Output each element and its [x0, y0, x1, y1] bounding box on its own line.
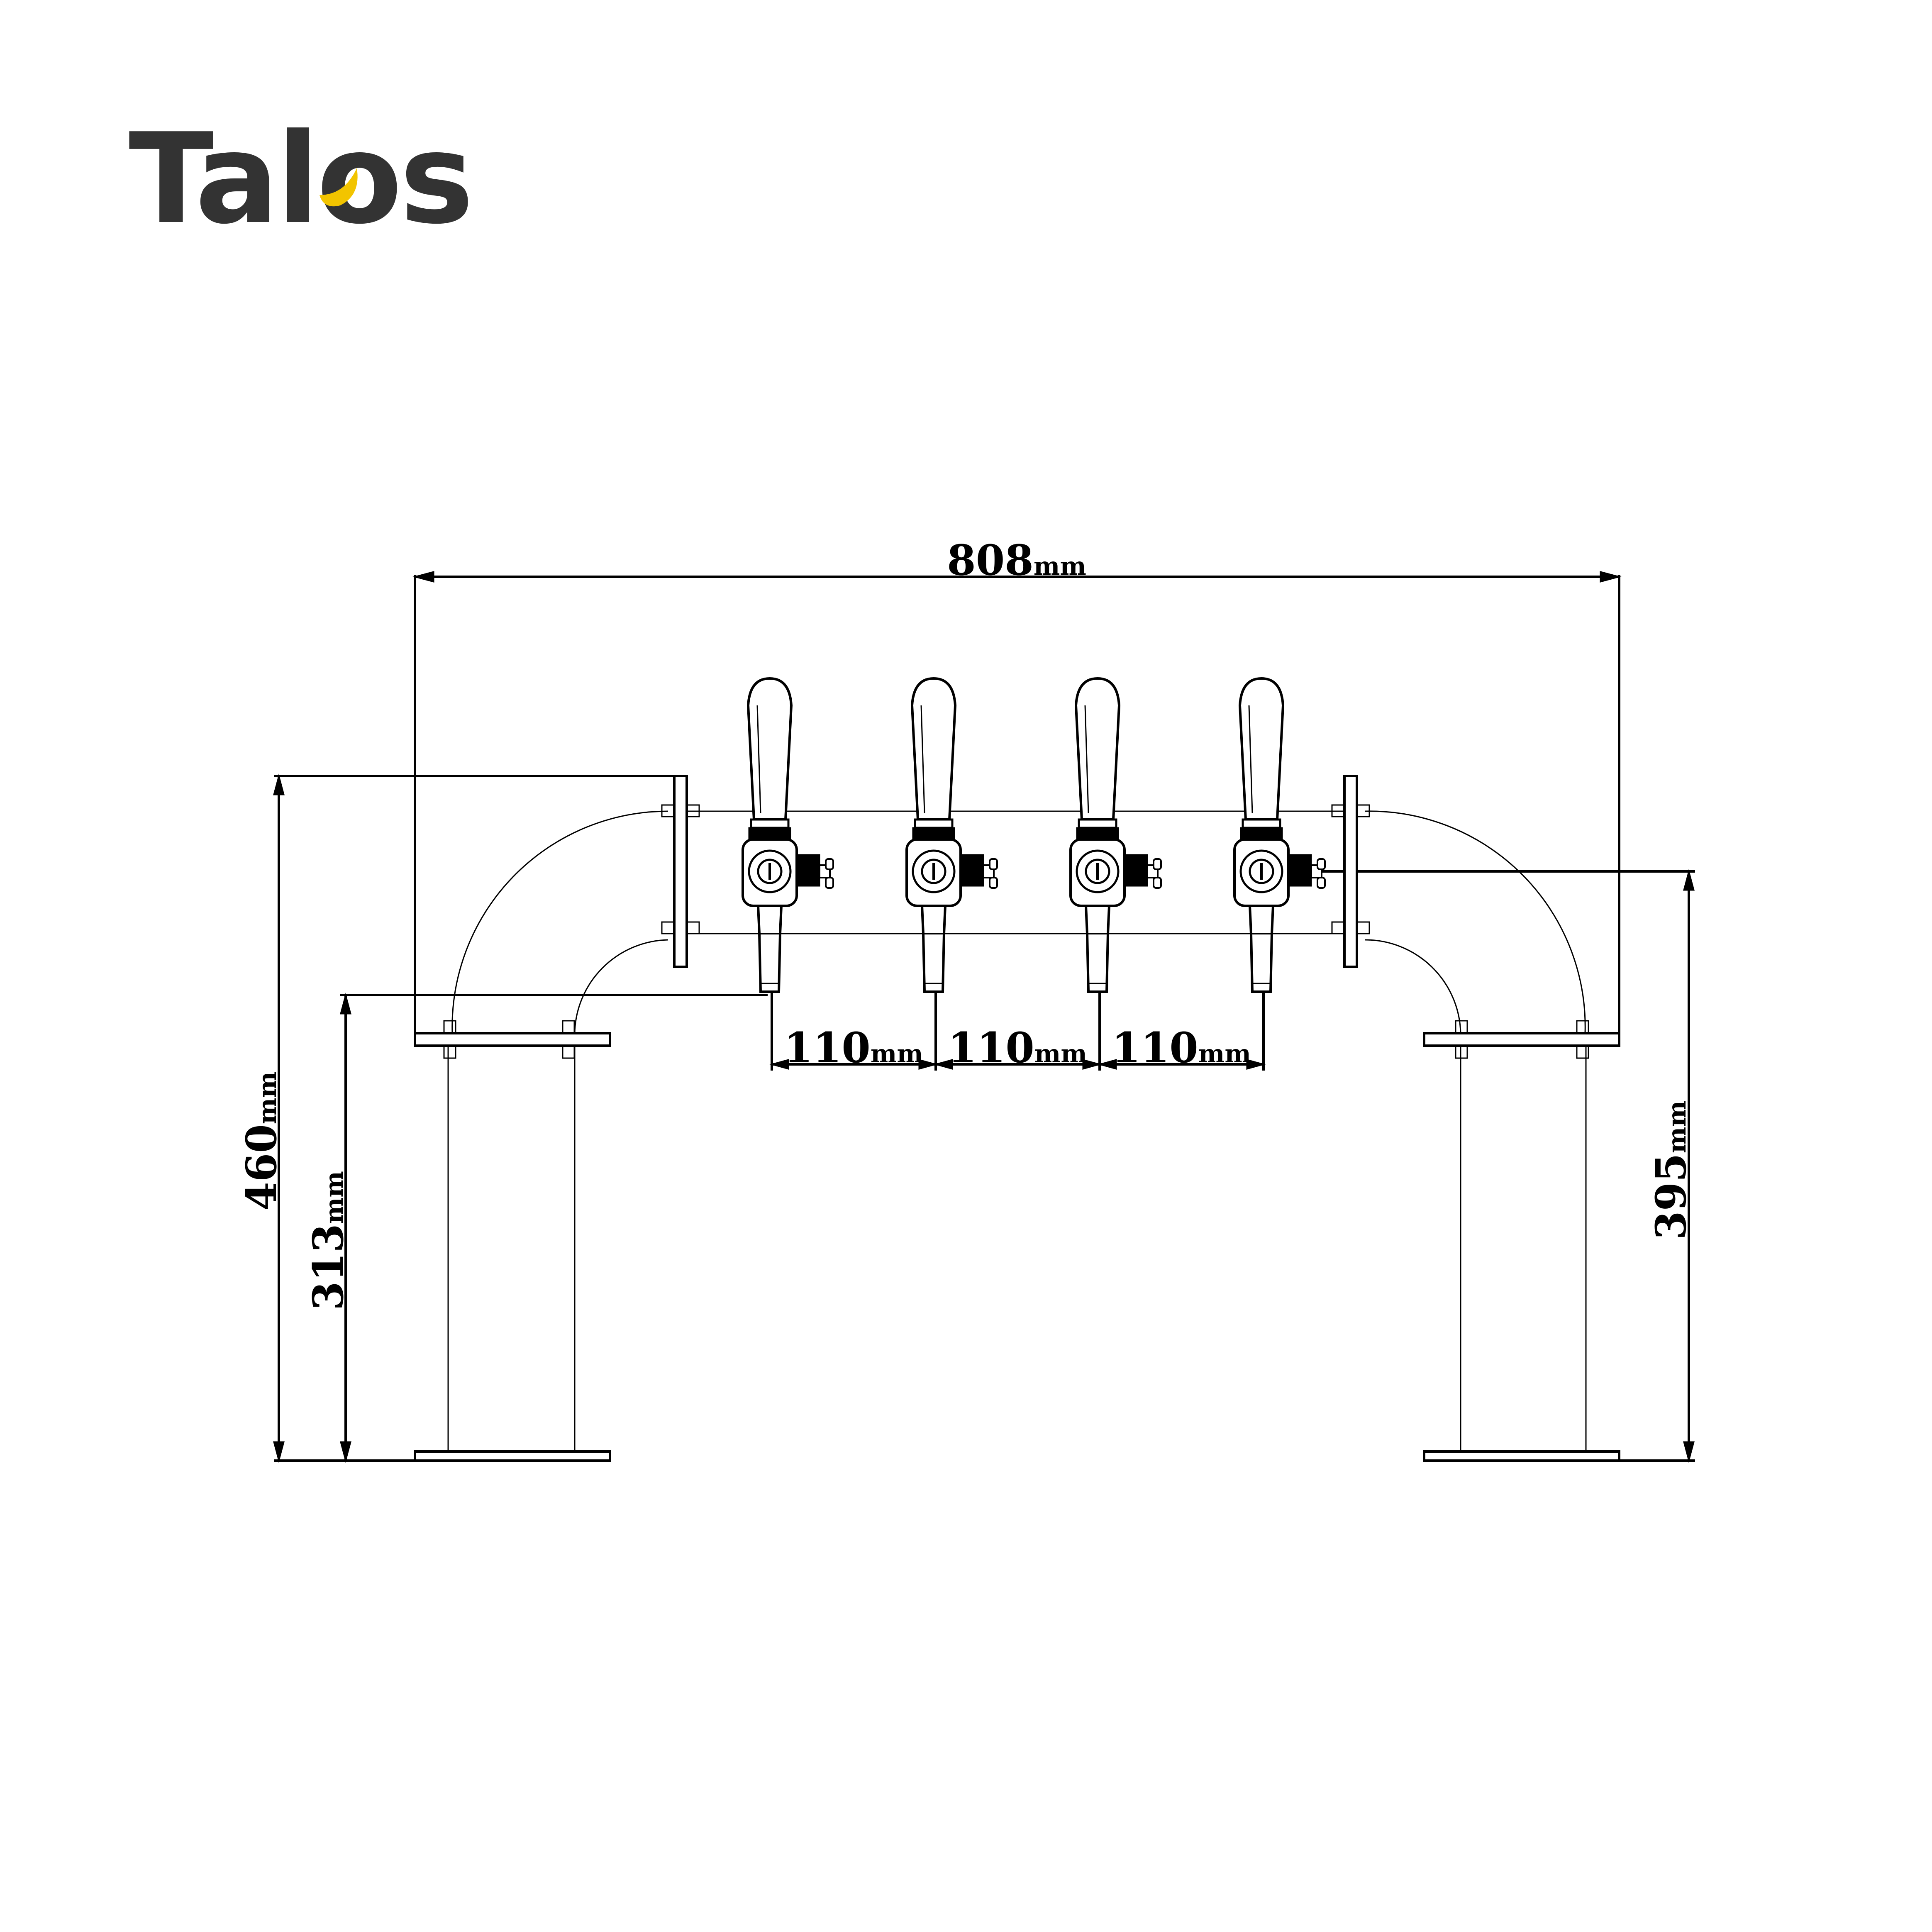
dimension-right-height: 395mm: [1320, 869, 1695, 1463]
tap-spout: [1084, 905, 1111, 993]
tap-knob: [796, 854, 820, 887]
tap-collar: [750, 818, 790, 829]
tap-knob: [960, 854, 984, 887]
tap-knob: [1288, 854, 1312, 887]
tap-handle: [910, 677, 957, 821]
beer-tap-1: [742, 677, 834, 993]
beer-tap-2: [905, 677, 998, 993]
dimension-tap-spacing: 110mm 110mm 110mm: [769, 992, 1266, 1072]
brand-accent-mark: [320, 168, 358, 207]
tap-spout: [756, 905, 783, 993]
dimension-label-313: 313mm: [304, 1171, 353, 1310]
right-lower-flange: [1423, 1032, 1620, 1047]
tap-collar: [1242, 818, 1281, 829]
dimension-total-height: 460mm: [237, 773, 674, 1463]
taps: [742, 677, 1326, 993]
left-base-plate: [414, 1450, 611, 1462]
dimension-overall-width: 808mm: [412, 536, 1622, 1037]
dimension-lower-bend-height: 313mm: [304, 993, 768, 1463]
dimension-label-808: 808mm: [947, 536, 1086, 585]
tap-handle: [1074, 677, 1121, 821]
dimension-label-395: 395mm: [1647, 1100, 1695, 1240]
right-leg: [1331, 775, 1620, 1462]
brand-logo: Talos: [129, 107, 474, 251]
left-lower-flange: [414, 1032, 611, 1047]
tap-handle: [1238, 677, 1285, 821]
tap-handle: [746, 677, 793, 821]
brand-name: Talos: [129, 107, 471, 251]
tap-collar: [914, 818, 954, 829]
tap-knob: [1124, 854, 1148, 887]
tap-spout: [1248, 905, 1275, 993]
dimension-label-110-c: 110mm: [1112, 1023, 1251, 1072]
dimension-label-110-b: 110mm: [948, 1023, 1087, 1072]
dimension-label-460: 460mm: [237, 1071, 286, 1211]
beer-tap-4: [1233, 677, 1326, 993]
tap-spout: [920, 905, 947, 993]
beer-tap-3: [1069, 677, 1162, 993]
left-side-flange: [673, 775, 688, 968]
right-base-plate: [1423, 1450, 1620, 1462]
horizontal-tap-bar: [687, 810, 1344, 934]
left-leg: [414, 775, 700, 1462]
dimension-label-110-a: 110mm: [784, 1023, 923, 1072]
tap-collar: [1078, 818, 1117, 829]
right-side-flange: [1343, 775, 1358, 968]
